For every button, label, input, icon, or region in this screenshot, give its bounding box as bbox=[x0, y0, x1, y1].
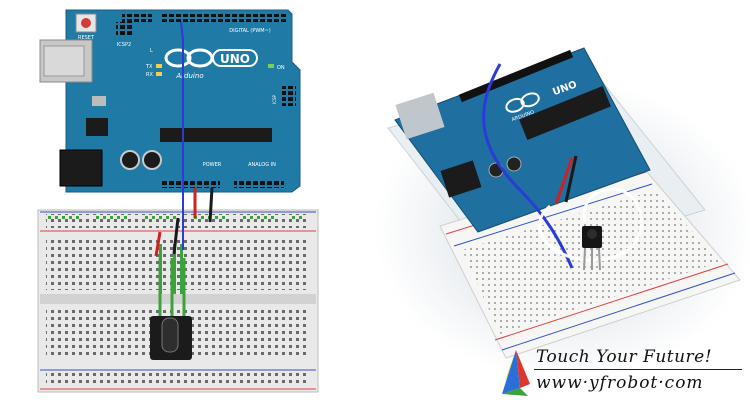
green-sensor-legs bbox=[158, 258, 186, 318]
icsp2-label: ICSP2 bbox=[117, 42, 131, 48]
breadboard-diagram bbox=[37, 21, 319, 393]
ir-receiver bbox=[150, 316, 192, 360]
yfrobot-logo-mark bbox=[502, 350, 530, 396]
digital-label: DIGITAL (PWM~) bbox=[229, 28, 271, 34]
red-wire bbox=[154, 188, 197, 257]
analog-label: ANALOG IN bbox=[248, 162, 276, 168]
arduino-photo: UNO ARDUINO bbox=[375, 47, 750, 380]
power-label: POWER bbox=[203, 162, 222, 168]
l-led-label: L bbox=[150, 48, 153, 54]
on-led-label: ON bbox=[277, 65, 285, 71]
atmega-chip bbox=[160, 128, 272, 142]
website-text: www·yfrobot·com bbox=[536, 373, 704, 393]
rx-led-label: RX bbox=[146, 72, 153, 78]
photo-blue-wire bbox=[482, 63, 574, 269]
black-wire bbox=[172, 187, 214, 255]
arduino-logo: UNO Arduino bbox=[164, 48, 258, 80]
slogan-text: Touch Your Future! bbox=[536, 347, 713, 367]
brand-divider bbox=[534, 369, 742, 370]
tx-led-label: TX bbox=[145, 64, 153, 70]
photo-red-wire bbox=[554, 157, 574, 205]
board-brand-text: Arduino bbox=[175, 72, 203, 80]
board-model-text: UNO bbox=[220, 52, 250, 66]
digital-header bbox=[160, 14, 286, 22]
photo-white-wire bbox=[538, 187, 643, 262]
blue-signal-wire bbox=[180, 21, 184, 250]
icsp-label: ICSP bbox=[272, 94, 277, 104]
power-jack bbox=[59, 149, 103, 187]
photo-black-wire bbox=[564, 155, 578, 203]
power-header bbox=[160, 180, 220, 188]
analog-header bbox=[234, 180, 284, 188]
photo-ir-receiver bbox=[582, 226, 602, 271]
arduino-board-diagram: RESET ICSP2 DIGITAL (PWM~) UNO Arduino L… bbox=[39, 9, 301, 193]
reset-label: RESET bbox=[78, 35, 95, 41]
